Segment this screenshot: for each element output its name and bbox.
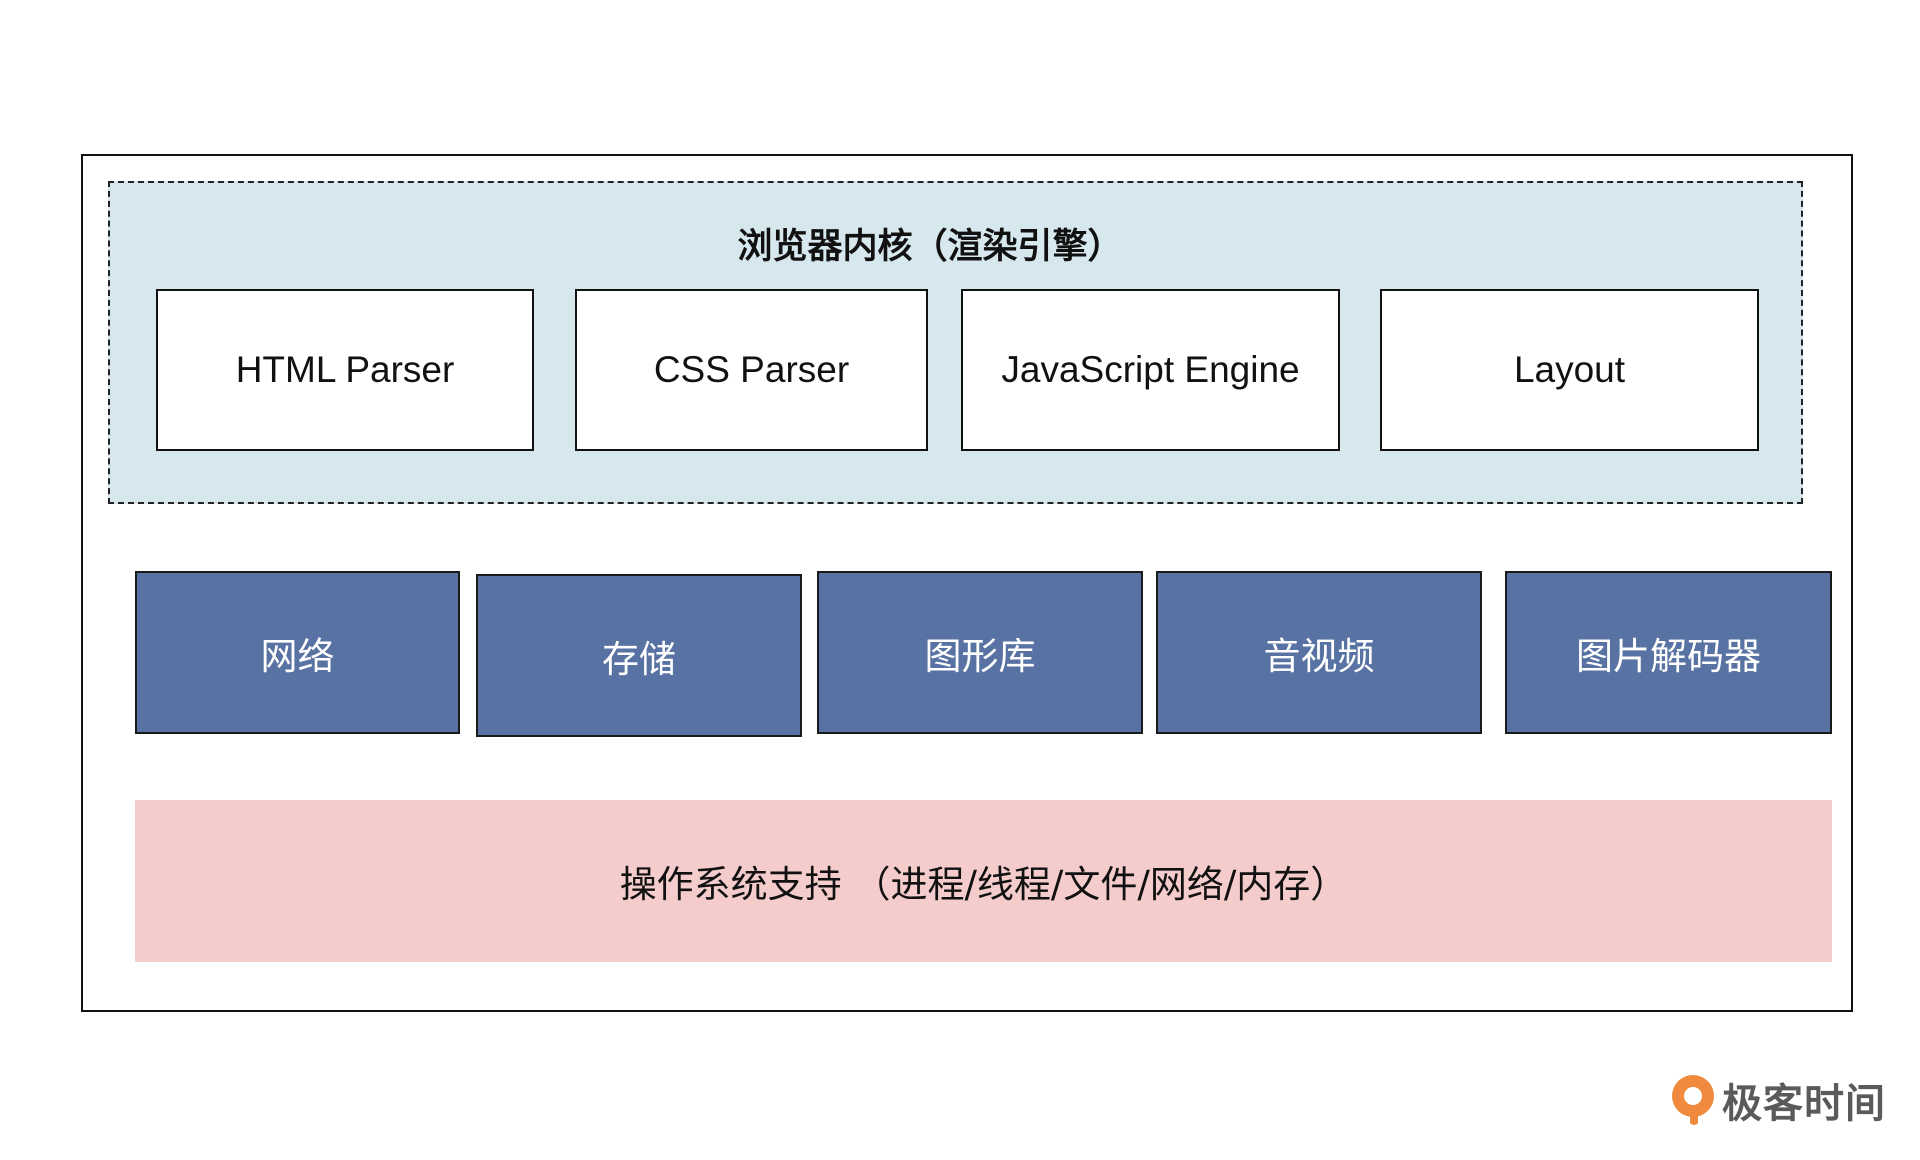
storage-module: 存储 (476, 574, 802, 737)
layout-box: Layout (1380, 289, 1759, 451)
brand-name: 极客时间 (1722, 1081, 1886, 1127)
os-support-bar: 操作系统支持 （进程/线程/文件/网络/内存） (135, 800, 1832, 962)
brand-watermark: 极客时间 (1668, 1070, 1886, 1130)
image-decoder-module: 图片解码器 (1505, 571, 1832, 734)
browser-kernel-title: 浏览器内核（渲染引擎） (737, 227, 1123, 267)
network-module: 网络 (135, 571, 460, 734)
audio-video-module: 音视频 (1156, 571, 1482, 734)
html-parser-box: HTML Parser (156, 289, 534, 451)
graphics-library-module: 图形库 (817, 571, 1143, 734)
javascript-engine-box: JavaScript Engine (961, 289, 1340, 451)
css-parser-box: CSS Parser (575, 289, 928, 451)
geektime-logo-icon (1672, 1075, 1714, 1125)
